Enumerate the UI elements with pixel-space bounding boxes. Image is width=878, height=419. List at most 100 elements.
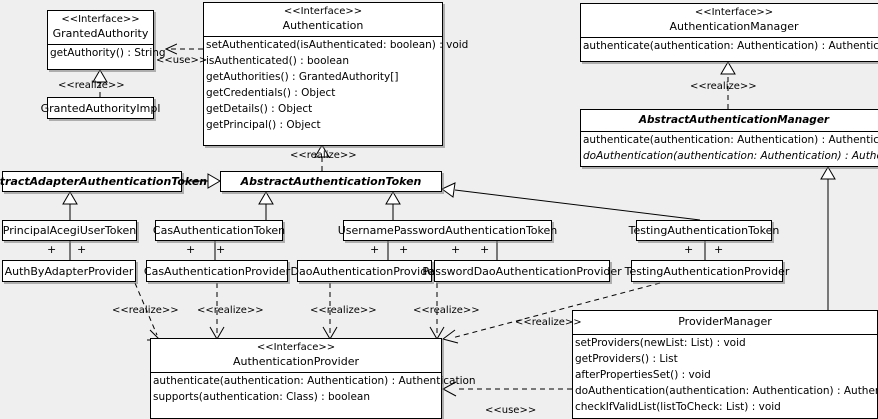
class-name: TestingAuthenticationProvider: [624, 264, 790, 278]
class-name: PasswordDaoAuthenticationProvider: [422, 264, 622, 278]
operation: supports(authentication: Class) : boolea…: [153, 391, 370, 403]
class-name: AuthByAdapterProvider: [4, 264, 134, 278]
relation-label-realize-authbyadapter: <<realize>>: [112, 305, 179, 316]
class-header: ProviderManager: [573, 311, 877, 334]
class-testing-authentication-provider[interactable]: TestingAuthenticationProvider: [625, 260, 789, 282]
class-name: AbstractAdapterAuthenticationToken: [0, 175, 208, 188]
link-testingprovider-realizes-authenticationprovider: [441, 282, 661, 344]
operation: getCredentials() : Object: [206, 87, 336, 99]
multiplicity-plus: +: [186, 243, 196, 256]
operation: doAuthentication(authentication: Authent…: [583, 150, 878, 162]
operations-compartment: setAuthenticated(isAuthenticated: boolea…: [204, 36, 469, 133]
class-name: ProviderManager: [678, 315, 772, 328]
multiplicity-plus: +: [77, 243, 87, 256]
multiplicity-plus: +: [216, 243, 226, 256]
multiplicity-plus: +: [714, 243, 724, 256]
class-password-dao-authentication-provider[interactable]: PasswordDaoAuthenticationProvider: [422, 260, 622, 282]
link-abstractauthenticationtoken-realizes-authentication: [314, 144, 330, 171]
class-name: CasAuthenticationToken: [152, 224, 286, 237]
class-authentication-provider[interactable]: <<Interface>> AuthenticationProvider aut…: [150, 338, 476, 419]
link-abstractauthenticationmanager-realizes-authenticationmanager: [720, 61, 736, 109]
class-name: DaoAuthenticationProvider: [290, 264, 439, 278]
class-authentication-manager[interactable]: <<Interface>> AuthenticationManager auth…: [580, 3, 878, 62]
class-name: AuthenticationProvider: [232, 355, 360, 368]
multiplicity-plus: +: [370, 243, 380, 256]
relation-label-realize-grantedauthority: <<realize>>: [58, 80, 125, 91]
relation-label-realize-passworddaoprovider: <<realize>>: [413, 305, 480, 316]
operations-compartment: getAuthority() : String: [48, 44, 166, 61]
class-header: <<Interface>> GrantedAuthority: [48, 11, 153, 44]
operation: setAuthenticated(isAuthenticated: boolea…: [206, 39, 469, 51]
stereotype-label: <<Interface>>: [256, 342, 336, 353]
class-cas-authentication-provider[interactable]: CasAuthenticationProvider: [144, 260, 290, 282]
multiplicity-plus: +: [451, 243, 461, 256]
operation: setProviders(newList: List) : void: [575, 337, 746, 349]
operation: authenticate(authentication: Authenticat…: [583, 134, 878, 146]
operation: checkIfValidList(listToCheck: List) : vo…: [575, 401, 781, 413]
operation: getPrincipal() : Object: [206, 119, 321, 131]
stereotype-label: <<Interface>>: [283, 6, 363, 17]
operation: getAuthorities() : GrantedAuthority[]: [206, 71, 399, 83]
class-auth-by-adapter-provider[interactable]: AuthByAdapterProvider: [2, 260, 136, 282]
link-casauthenticationtoken-generalizes-abstractauthenticationtoken: [258, 191, 274, 220]
class-name: AbstractAuthenticationManager: [638, 114, 830, 126]
class-header: <<Interface>> AuthenticationManager: [581, 4, 878, 37]
class-granted-authority-impl[interactable]: GrantedAuthorityImpl: [41, 97, 160, 119]
operation: getDetails() : Object: [206, 103, 313, 115]
class-header: <<Interface>> Authentication: [204, 3, 442, 36]
link-abstractadaptertoken-generalizes-abstractauthenticationtoken: [182, 173, 221, 189]
class-granted-authority[interactable]: <<Interface>> GrantedAuthority getAuthor…: [47, 10, 166, 70]
class-abstract-authentication-token[interactable]: AbstractAuthenticationToken: [220, 171, 442, 192]
class-name: TestingAuthenticationToken: [628, 224, 780, 237]
class-testing-authentication-token[interactable]: TestingAuthenticationToken: [629, 220, 779, 241]
class-abstract-authentication-manager[interactable]: AbstractAuthenticationManager authentica…: [580, 109, 878, 167]
relation-label-realize-casprovider: <<realize>>: [197, 305, 264, 316]
operations-compartment: authenticate(authentication: Authenticat…: [581, 131, 878, 164]
class-dao-authentication-provider[interactable]: DaoAuthenticationProvider: [291, 260, 439, 282]
class-header: AbstractAuthenticationManager: [581, 110, 878, 131]
relation-label-realize-testingprovider: <<realize>>: [515, 317, 582, 328]
link-grantedauthorityimpl-realizes-grantedauthority: [92, 69, 108, 97]
link-usernamepasswordtoken-generalizes-abstractauthenticationtoken: [385, 191, 401, 220]
stereotype-label: <<Interface>>: [61, 14, 140, 25]
relation-label-realize-authenticationmanager: <<realize>>: [690, 81, 757, 92]
link-principalacegiusertoken-generalizes-abstractadaptertoken: [62, 191, 78, 220]
class-name: AbstractAuthenticationToken: [240, 175, 422, 188]
class-authentication[interactable]: <<Interface>> Authentication setAuthenti…: [203, 2, 469, 146]
relation-label-realize-authentication: <<realize>>: [290, 150, 357, 161]
class-provider-manager[interactable]: ProviderManager setProviders(newList: Li…: [572, 310, 878, 419]
class-name: AuthenticationManager: [669, 20, 799, 33]
class-principal-acegi-user-token[interactable]: PrincipalAcegiUserToken: [2, 220, 137, 241]
link-testingauthenticationtoken-generalizes-abstractauthenticationtoken: [441, 182, 701, 221]
operations-compartment: authenticate(authentication: Authenticat…: [581, 37, 878, 54]
class-abstract-adapter-authentication-token[interactable]: AbstractAdapterAuthenticationToken: [0, 171, 207, 192]
operation: getAuthority() : String: [50, 47, 166, 59]
link-providermanager-uses-authenticationprovider: [441, 381, 572, 397]
class-name: GrantedAuthorityImpl: [40, 101, 161, 115]
operation: afterPropertiesSet() : void: [575, 369, 711, 381]
operations-compartment: authenticate(authentication: Authenticat…: [151, 372, 476, 405]
class-name: GrantedAuthority: [52, 27, 149, 40]
relation-label-use-authenticationprovider: <<use>>: [485, 405, 537, 416]
class-name: PrincipalAcegiUserToken: [2, 224, 137, 237]
class-name: UsernamePasswordAuthenticationToken: [337, 224, 558, 237]
stereotype-label: <<Interface>>: [694, 7, 774, 18]
multiplicity-plus: +: [480, 243, 490, 256]
relation-label-use-grantedauthority: <<use>>: [156, 55, 208, 66]
multiplicity-plus: +: [399, 243, 409, 256]
operation: doAuthentication(authentication: Authent…: [575, 385, 878, 397]
relation-label-realize-daoprovider: <<realize>>: [310, 305, 377, 316]
class-cas-authentication-token[interactable]: CasAuthenticationToken: [153, 220, 285, 241]
class-header: <<Interface>> AuthenticationProvider: [151, 339, 441, 372]
class-username-password-authentication-token[interactable]: UsernamePasswordAuthenticationToken: [338, 220, 557, 241]
operation: authenticate(authentication: Authenticat…: [153, 375, 476, 387]
multiplicity-plus: +: [47, 243, 57, 256]
link-providermanager-generalizes-abstractauthenticationmanager: [820, 166, 836, 310]
operations-compartment: setProviders(newList: List) : void getPr…: [573, 334, 878, 415]
multiplicity-plus: +: [684, 243, 694, 256]
operation: getProviders() : List: [575, 353, 678, 365]
class-name: CasAuthenticationProvider: [143, 264, 291, 278]
operation: authenticate(authentication: Authenticat…: [583, 40, 878, 52]
operation: isAuthenticated() : boolean: [206, 55, 349, 67]
